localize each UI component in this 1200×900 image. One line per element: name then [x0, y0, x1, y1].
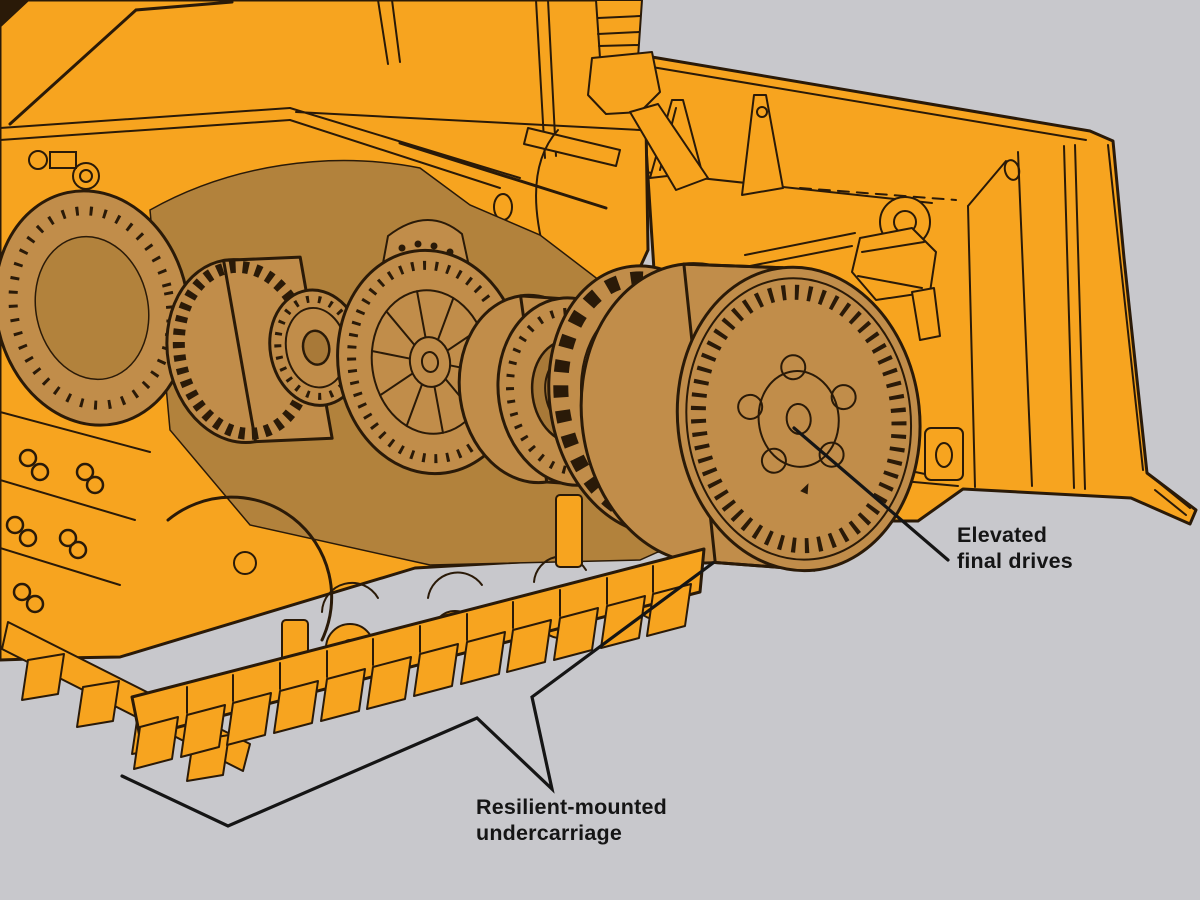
- label-line: Resilient-mounted: [476, 795, 667, 819]
- label-resilient-mounted-undercarriage: Resilient-mounted undercarriage: [476, 794, 667, 846]
- far-final-drive-flange: [0, 189, 191, 427]
- label-elevated-final-drives: Elevated final drives: [957, 522, 1073, 574]
- final-drive-drum: [579, 262, 922, 573]
- leader-lines: [120, 426, 950, 828]
- leader-undercarriage: [120, 561, 715, 828]
- label-line: Elevated: [957, 523, 1048, 547]
- leader-final-drives: [792, 426, 950, 562]
- clutch-drum: [165, 255, 365, 444]
- track-assembly: [1, 547, 706, 782]
- label-line: final drives: [957, 549, 1073, 573]
- label-line: undercarriage: [476, 821, 622, 845]
- lift-cylinder-rod: [587, 0, 709, 191]
- final-drive-exploded-parts: [165, 219, 922, 573]
